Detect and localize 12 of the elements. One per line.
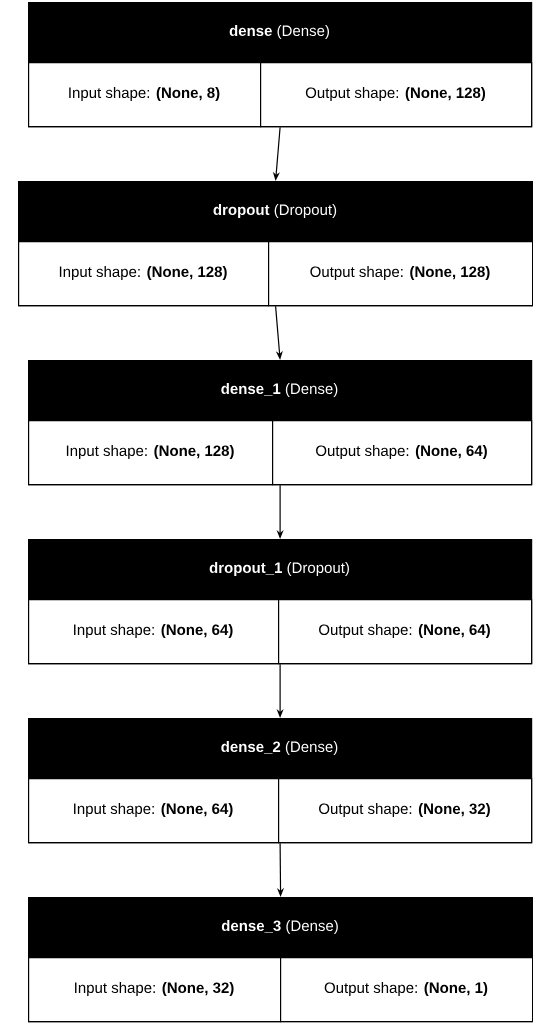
shape-cell: Output shape: (None, 128) — [268, 241, 533, 307]
shape-cell: Output shape: (None, 64) — [272, 420, 533, 486]
shape-cell: Output shape: (None, 128) — [260, 62, 533, 128]
shape-cell: Output shape: (None, 1) — [280, 957, 533, 1023]
shape-cell: Input shape: (None, 32) — [28, 957, 282, 1023]
shape-cell: Output shape: (None, 64) — [278, 599, 533, 665]
shape-cell: Input shape: (None, 128) — [18, 241, 270, 307]
shape-cell: Output shape: (None, 32) — [278, 778, 533, 844]
shape-cell: Input shape: (None, 64) — [28, 778, 280, 844]
shape-cell: Input shape: (None, 128) — [28, 420, 274, 486]
shape-cell: Input shape: (None, 8) — [28, 62, 262, 128]
shape-cell: Input shape: (None, 64) — [28, 599, 280, 665]
